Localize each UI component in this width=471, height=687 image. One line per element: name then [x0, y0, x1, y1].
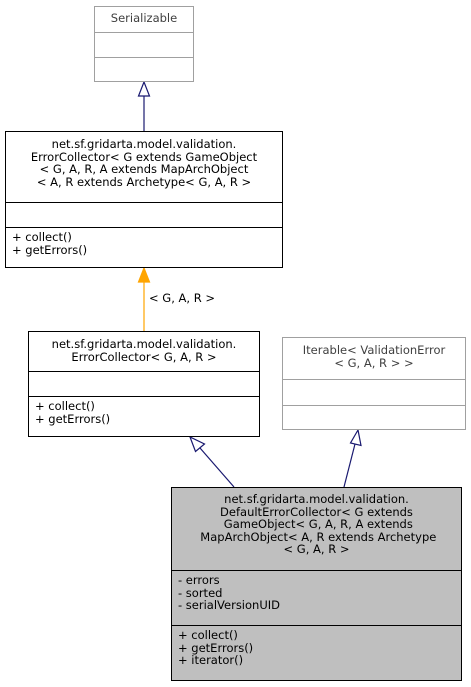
class-iterable-title: Iterable< ValidationError < G, A, R > >	[302, 343, 446, 370]
class-error-collector-generic-title: net.sf.gridarta.model.validation. ErrorC…	[30, 137, 258, 189]
class-error-collector-methods: + collect() + getErrors()	[29, 396, 259, 436]
class-error-collector-attributes	[29, 371, 259, 396]
class-iterable-attributes	[283, 379, 465, 405]
class-serializable-attributes	[95, 32, 193, 57]
method-geterrors: + getErrors()	[178, 640, 254, 655]
class-default-error-collector-attributes: - errors - sorted - serialVersionUID	[172, 570, 461, 625]
method-collect: + collect()	[178, 628, 238, 642]
method-collect: + collect()	[35, 399, 95, 413]
edge-errorcollector-arrowhead	[188, 435, 206, 453]
class-error-collector-generic-attributes	[6, 202, 282, 227]
edge-serializable-arrowhead	[137, 80, 151, 97]
edge-errorcollector-inheritance	[199, 447, 235, 488]
class-iterable[interactable]: Iterable< ValidationError < G, A, R > >	[282, 337, 466, 430]
edge-template-arrowhead	[137, 266, 151, 283]
template-edge-label: < G, A, R >	[149, 291, 215, 305]
method-geterrors: + getErrors()	[12, 242, 88, 257]
method-geterrors: + getErrors()	[35, 411, 111, 426]
edge-iterable-inheritance	[343, 443, 356, 488]
class-error-collector[interactable]: net.sf.gridarta.model.validation. ErrorC…	[28, 331, 260, 437]
class-error-collector-generic-methods: + collect() + getErrors()	[6, 227, 282, 267]
class-serializable-methods	[95, 57, 193, 81]
method-collect: + collect()	[12, 230, 72, 244]
class-default-error-collector[interactable]: net.sf.gridarta.model.validation. Defaul…	[171, 487, 462, 681]
class-default-error-collector-methods: + collect() + getErrors() + iterator()	[172, 625, 461, 680]
edge-iterable-arrowhead	[349, 428, 362, 447]
attribute-sorted: - sorted	[178, 585, 223, 600]
attribute-serialversionuid: - serialVersionUID	[178, 598, 280, 612]
class-iterable-methods	[283, 405, 465, 429]
class-serializable-title: Serializable	[110, 11, 178, 25]
class-default-error-collector-title: net.sf.gridarta.model.validation. Defaul…	[196, 492, 437, 556]
method-iterator: + iterator()	[178, 653, 244, 667]
class-serializable[interactable]: Serializable	[94, 6, 194, 82]
class-error-collector-title: net.sf.gridarta.model.validation. ErrorC…	[51, 337, 237, 364]
class-error-collector-generic[interactable]: net.sf.gridarta.model.validation. ErrorC…	[5, 131, 283, 268]
attribute-errors: - errors	[178, 573, 220, 587]
